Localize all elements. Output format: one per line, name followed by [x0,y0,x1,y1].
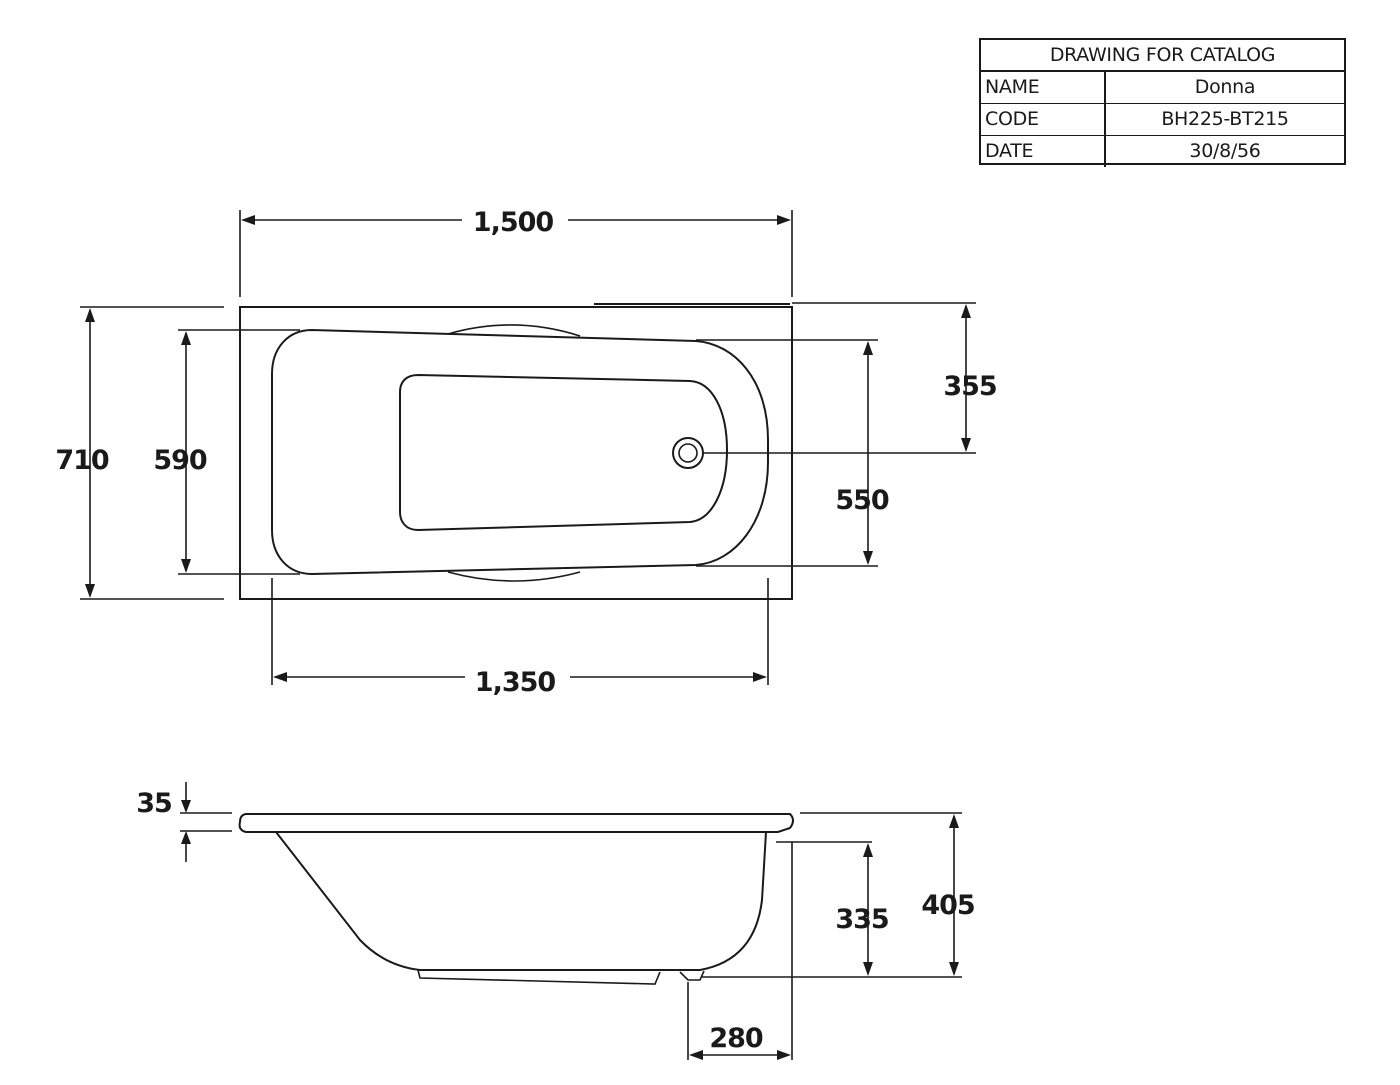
dim-label-35: 35 [136,788,172,819]
dim-label-280: 280 [709,1023,763,1054]
title-block-row-code: CODE BH225-BT215 [981,104,1344,136]
dimension-rim-thickness: 35 [136,782,191,862]
dimension-inner-width: 590 [153,331,208,573]
title-block-value: 30/8/56 [1189,140,1261,162]
title-block-heading: DRAWING FOR CATALOG [981,40,1344,72]
title-block-label: DATE [981,136,1106,167]
dimension-inner-depth: 335 [835,843,890,976]
rim-outline [238,813,794,833]
title-block-label: CODE [981,104,1106,135]
basin-outline [271,328,769,576]
dim-label-710: 710 [55,445,109,476]
plan-view: 1,500 1,350 710 590 3 [55,207,998,698]
dimension-inner-length: 1,350 [273,667,767,698]
dim-label-550: 550 [835,485,889,516]
dimension-overall-length: 1,500 [241,207,791,238]
dimension-drain-offset: 355 [943,304,998,452]
dim-label-355: 355 [943,371,996,402]
dim-label-1500: 1,500 [473,207,554,238]
dim-label-1350: 1,350 [475,667,556,698]
dim-label-590: 590 [153,445,207,476]
armrest-top [447,324,581,337]
armrest-bottom [447,571,581,582]
dimension-overall-height: 405 [921,814,976,976]
drain-outlet [679,970,705,981]
title-block-row-date: DATE 30/8/56 [981,136,1344,167]
tub-body-outline [275,831,767,971]
dim-label-405: 405 [921,890,974,921]
tub-foot [417,969,661,985]
dimension-drain-distance: 280 [689,1023,791,1060]
side-view: 35 335 405 280 [136,782,976,1060]
title-block: DRAWING FOR CATALOG NAME Donna CODE BH22… [979,38,1346,167]
drain-outer [672,437,704,469]
dimension-basin-width: 550 [835,341,890,565]
dim-label-335: 335 [835,904,888,935]
dimension-overall-width: 710 [55,308,110,598]
drain-inner [678,443,698,463]
basin-floor-outline [399,373,729,532]
title-block-row-name: NAME Donna [981,72,1344,104]
title-block-label: NAME [981,72,1106,103]
title-block-value: Donna [1194,76,1256,98]
title-block-value: BH225-BT215 [1161,108,1289,130]
